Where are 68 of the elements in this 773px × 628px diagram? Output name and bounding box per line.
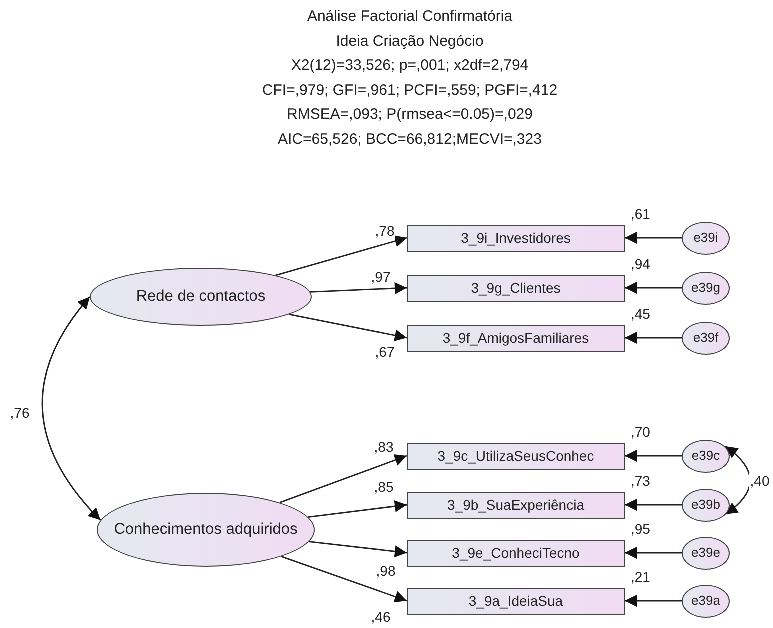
covariance-arrow	[42, 296, 102, 521]
observed-variable-box	[407, 492, 625, 518]
variable-name: 3_9g_Clientes	[471, 280, 561, 296]
latent-variable-name: Rede de contactos	[136, 288, 266, 306]
edge-label: ,76	[9, 405, 31, 421]
error-term-ellipse	[682, 272, 730, 304]
r-squared-value: ,21	[631, 568, 650, 584]
variable-name: 3_9e_ConheciTecno	[452, 544, 580, 562]
observed-variable-box	[407, 324, 625, 352]
edge-label: ,85	[373, 479, 395, 495]
error-term-name: e39a	[692, 594, 720, 608]
fit-statistics-text: AIC=65,526; BCC=66,812;MECVI=,323	[277, 131, 543, 148]
observed-variable-box	[407, 588, 625, 614]
variable-name: 3_9f_AmigosFamiliares	[442, 330, 590, 346]
error-term-ellipse	[682, 536, 730, 570]
edge-label: ,40	[749, 473, 771, 489]
arrow	[625, 499, 682, 511]
arrow	[625, 547, 682, 559]
edge-label: ,78	[374, 223, 396, 239]
arrow	[276, 236, 408, 276]
arrow	[625, 595, 682, 607]
variable-name: 3_9c_UtilizaSeusConhec	[438, 448, 594, 464]
observed-variable-box	[407, 540, 625, 566]
error-term-ellipse	[682, 322, 730, 354]
variable-name: 3_9i_Investidores	[461, 230, 571, 246]
fit-statistics-text: X2(12)=33,526; p=,001; x2df=2,794	[290, 57, 530, 74]
edge-label: ,98	[375, 563, 397, 579]
arrow	[280, 454, 408, 504]
edge-label: ,67	[374, 344, 396, 360]
variable-name: 3_9a_IdeiaSua	[468, 592, 564, 610]
error-term-name: e39i	[694, 230, 718, 246]
arrow	[625, 282, 682, 294]
observed-variable-box	[407, 224, 625, 252]
r-squared-value: ,45	[631, 306, 650, 322]
arrow	[625, 450, 682, 462]
r-squared-value: ,73	[631, 472, 650, 488]
r-squared-value: ,95	[631, 520, 650, 536]
arrow	[625, 332, 682, 344]
fit-statistics-text: Ideia Criação Negócio	[335, 32, 485, 50]
arrow	[625, 232, 682, 244]
error-term-name: e39e	[692, 546, 720, 560]
edge-label: ,97	[370, 269, 392, 285]
latent-variable-name: Conhecimentos adquiridos	[114, 521, 298, 539]
observed-variable-box	[407, 442, 625, 470]
observed-variable-box	[407, 274, 625, 302]
error-term-name: e39b	[692, 498, 720, 512]
arrow	[309, 541, 408, 558]
error-term-ellipse	[682, 584, 730, 618]
edge-label: ,46	[370, 609, 392, 625]
diagram-title: Análise Factorial Confirmatória	[306, 8, 514, 25]
fit-statistics-text: RMSEA=,093; P(rmsea<=0.05)=,029	[286, 106, 534, 124]
arrow	[310, 282, 408, 295]
edge-label: ,83	[373, 439, 395, 455]
r-squared-value: ,94	[631, 256, 650, 272]
error-term-ellipse	[682, 488, 730, 522]
fit-statistics-text: CFI=,979; GFI=,961; PCFI=,559; PGFI=,412	[261, 82, 559, 99]
arrow	[308, 500, 408, 518]
error-term-ellipse	[682, 440, 730, 472]
r-squared-value: ,70	[631, 424, 650, 440]
error-term-name: e39g	[692, 280, 720, 296]
variable-name: 3_9b_SuaExperiência	[448, 496, 584, 514]
error-term-ellipse	[682, 222, 730, 254]
error-term-name: e39c	[692, 448, 720, 464]
arrow	[289, 314, 408, 342]
covariance-arrow	[725, 446, 751, 516]
r-squared-value: ,61	[631, 206, 650, 222]
error-term-name: e39f	[693, 330, 719, 346]
arrow	[281, 556, 408, 603]
